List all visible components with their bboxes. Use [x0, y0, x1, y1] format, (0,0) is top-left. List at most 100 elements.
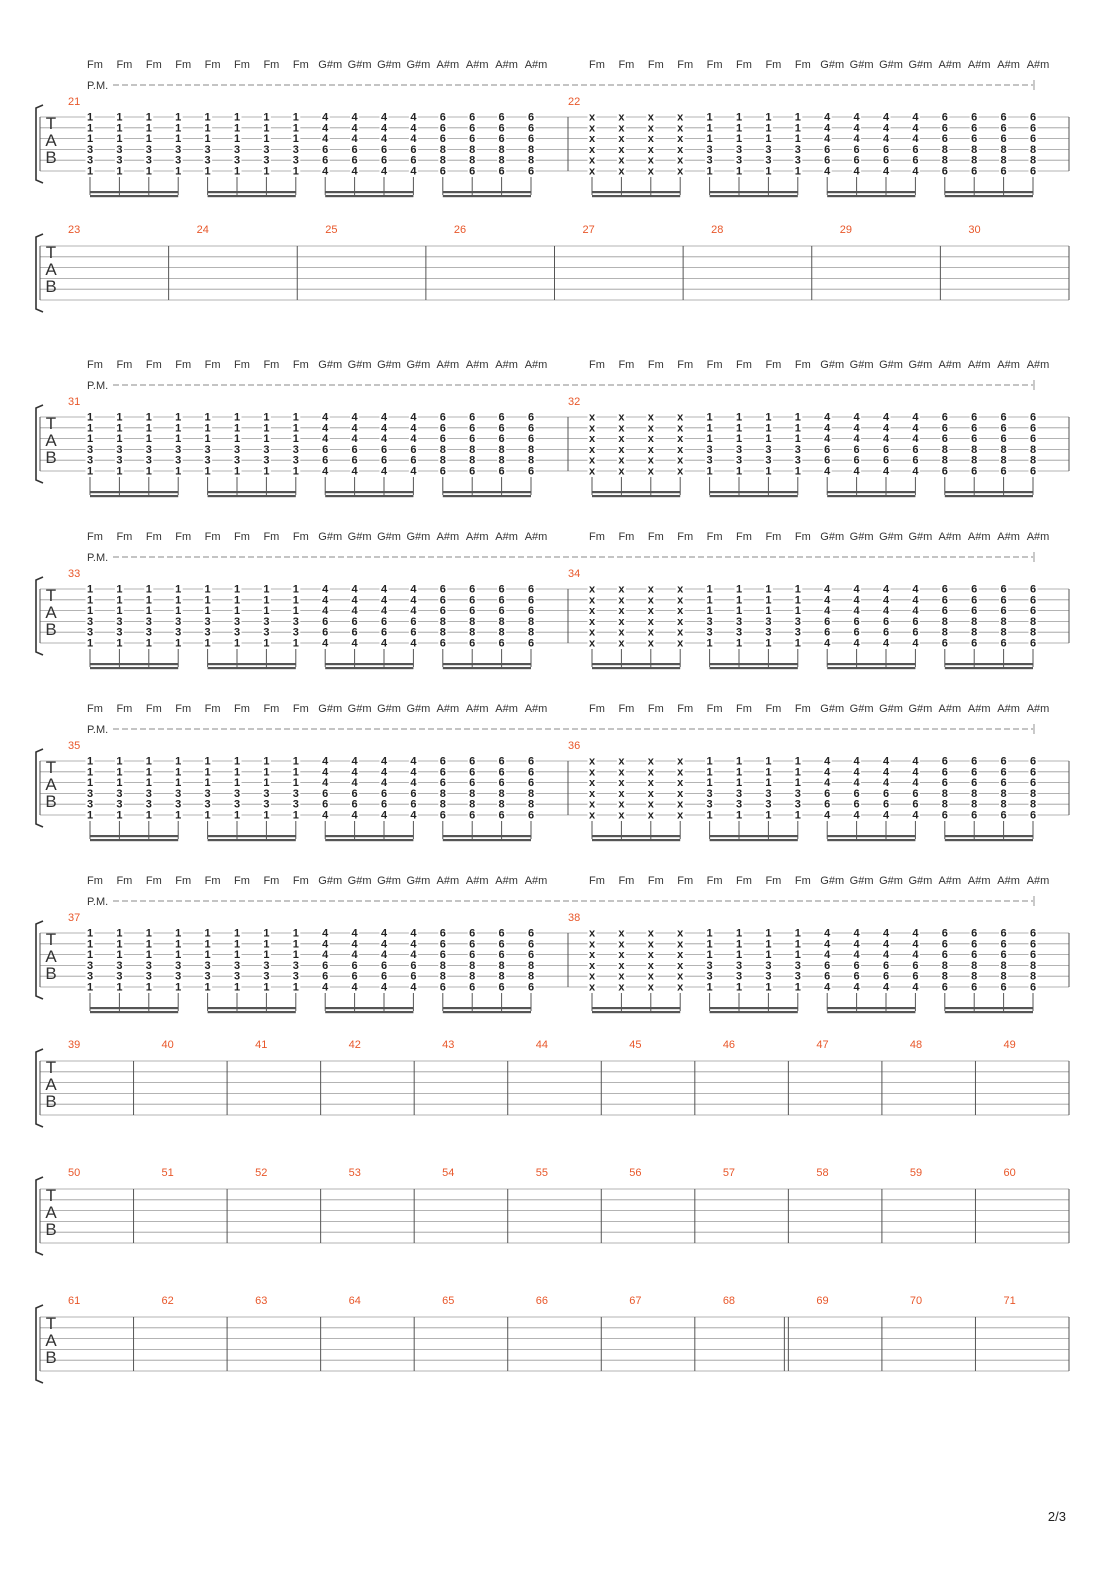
muted-note: x: [677, 133, 684, 145]
fret-number: 4: [322, 605, 329, 617]
fret-number: 1: [234, 122, 240, 134]
fret-knockout: [793, 144, 803, 155]
fret-number: 4: [854, 122, 861, 134]
fret-knockout: [881, 422, 891, 433]
chord-name: A#m: [436, 531, 459, 543]
fret-knockout: [526, 112, 536, 122]
fret-knockout: [320, 982, 330, 992]
fret-number: 1: [293, 949, 299, 961]
muted-note: x: [677, 766, 684, 778]
fret-number: 1: [146, 949, 152, 961]
fret-knockout: [408, 810, 418, 820]
fret-number: 6: [1030, 766, 1036, 778]
muted-note: x: [648, 144, 655, 156]
measure-number: 31: [68, 396, 80, 408]
fret-knockout: [85, 960, 95, 971]
fret-knockout: [999, 982, 1009, 992]
fret-knockout: [940, 112, 950, 122]
fret-knockout: [379, 122, 389, 133]
beam: [944, 839, 1033, 842]
fret-number: 6: [1030, 412, 1036, 424]
chord-name: Fm: [589, 531, 605, 543]
fret-knockout: [1028, 627, 1038, 638]
chord-name: Fm: [205, 703, 221, 715]
chord-name: A#m: [466, 359, 489, 371]
measure-number: 28: [711, 224, 723, 236]
fret-knockout: [969, 594, 979, 605]
beam: [442, 1007, 531, 1010]
fret-knockout: [467, 155, 477, 166]
fret-number: 1: [234, 766, 240, 778]
chord-name: Fm: [648, 703, 664, 715]
fret-number: 1: [293, 777, 299, 789]
fret-number: 4: [912, 605, 919, 617]
fret-number: 4: [322, 584, 329, 596]
fret-number: 3: [146, 788, 152, 800]
fret-number: 1: [707, 584, 713, 596]
fret-number: 6: [499, 949, 505, 961]
fret-number: 3: [175, 616, 181, 628]
fret-knockout: [261, 155, 271, 166]
chord-name: Fm: [293, 703, 309, 715]
fret-number: 3: [795, 971, 801, 983]
fret-number: 6: [854, 616, 860, 628]
fret-number: 6: [942, 982, 948, 994]
beam: [592, 191, 681, 194]
fret-number: 6: [469, 928, 475, 940]
fret-knockout: [881, 584, 891, 594]
fret-number: 6: [971, 949, 977, 961]
beam: [325, 663, 414, 666]
fret-number: 3: [87, 627, 93, 639]
fret-number: 3: [146, 455, 152, 467]
fret-number: 1: [146, 982, 152, 994]
fret-number: 1: [707, 638, 713, 650]
fret-number: 4: [381, 982, 388, 994]
fret-number: 6: [469, 412, 475, 424]
fret-number: 6: [1030, 594, 1036, 606]
fret-knockout: [646, 155, 656, 166]
fret-knockout: [616, 166, 626, 176]
fret-knockout: [675, 638, 685, 648]
fret-knockout: [1028, 155, 1038, 166]
fret-number: 3: [87, 155, 93, 167]
measure-number: 53: [349, 1167, 361, 1179]
fret-knockout: [408, 766, 418, 777]
fret-number: 1: [205, 422, 211, 434]
fret-knockout: [85, 155, 95, 166]
fret-knockout: [587, 756, 597, 766]
fret-knockout: [173, 928, 183, 938]
fret-knockout: [114, 412, 124, 422]
fret-knockout: [969, 810, 979, 820]
muted-note: x: [648, 122, 655, 134]
chord-name: Fm: [765, 875, 781, 887]
muted-note: x: [589, 810, 596, 822]
fret-knockout: [497, 766, 507, 777]
fret-number: 4: [883, 594, 890, 606]
fret-knockout: [852, 584, 862, 594]
fret-number: 4: [322, 466, 329, 478]
beam: [325, 1011, 414, 1014]
fret-knockout: [203, 627, 213, 638]
fret-knockout: [203, 960, 213, 971]
fret-number: 4: [854, 756, 861, 768]
fret-knockout: [763, 155, 773, 166]
palm-mute-label: P.M.: [87, 896, 108, 908]
fret-number: 1: [765, 638, 771, 650]
fret-number: 4: [883, 928, 890, 940]
fret-knockout: [350, 466, 360, 476]
fret-number: 1: [293, 766, 299, 778]
fret-number: 1: [293, 928, 299, 940]
fret-number: 4: [381, 777, 388, 789]
fret-knockout: [587, 133, 597, 144]
fret-number: 1: [795, 122, 801, 134]
fret-number: 3: [736, 799, 742, 811]
fret-number: 3: [765, 960, 771, 972]
fret-number: 3: [263, 960, 269, 972]
fret-number: 8: [1001, 455, 1007, 467]
fret-knockout: [408, 594, 418, 605]
fret-number: 3: [707, 971, 713, 983]
fret-number: 3: [707, 616, 713, 628]
measure-number: 24: [197, 224, 209, 236]
fret-knockout: [438, 466, 448, 476]
fret-knockout: [793, 122, 803, 133]
